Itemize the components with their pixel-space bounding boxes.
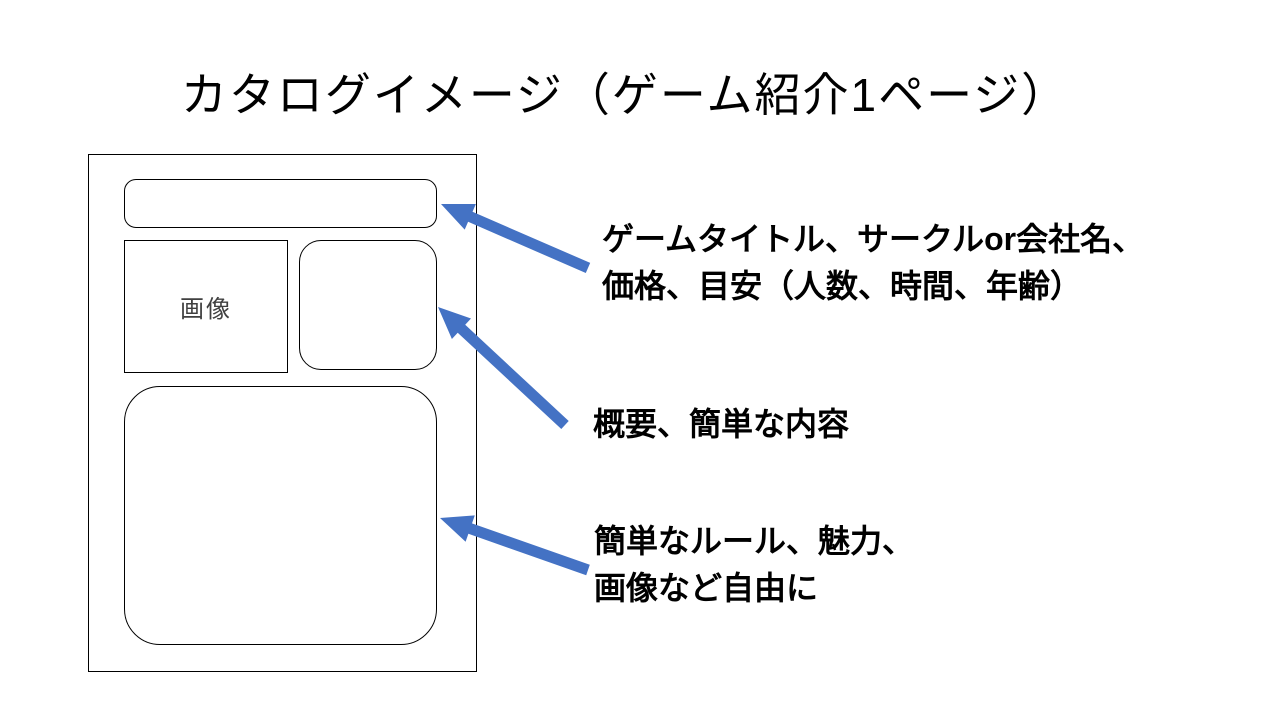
annotation-summary-area-line1: 概要、簡単な内容 — [593, 406, 850, 442]
annotation-summary-area: 概要、簡単な内容 — [593, 401, 849, 448]
page-title: カタログイメージ（ゲーム紹介1ページ） — [180, 69, 1070, 121]
annotation-content-area: 簡単なルール、魅力、 画像など自由に — [594, 518, 914, 612]
summary-area-box — [299, 240, 437, 370]
title-area-box — [124, 179, 437, 228]
image-placeholder-box: 画像 — [124, 240, 288, 373]
annotation-title-area: ゲームタイトル、サークルor会社名、 価格、目安（人数、時間、年齢） — [602, 216, 1144, 310]
content-area-box — [124, 386, 437, 645]
annotation-content-area-line2: 画像など自由に — [594, 570, 819, 606]
image-placeholder-label: 画像 — [180, 296, 232, 323]
annotation-title-area-line2: 価格、目安（人数、時間、年齢） — [602, 268, 1083, 304]
annotation-title-area-line1: ゲームタイトル、サークルor会社名、 — [602, 221, 1145, 257]
annotation-content-area-line1: 簡単なルール、魅力、 — [594, 523, 915, 559]
